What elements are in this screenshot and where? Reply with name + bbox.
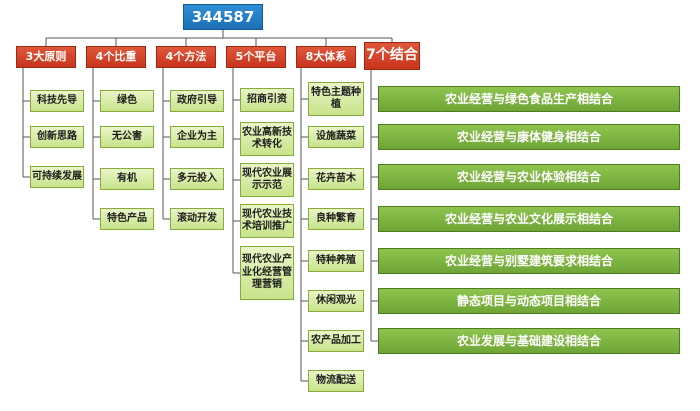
leaf-system-5: 特种养殖 — [308, 250, 364, 272]
combo-3: 农业经营与农业体验相结合 — [378, 164, 680, 190]
leaf-system-8: 物流配送 — [308, 370, 364, 392]
combo-5: 农业经营与别墅建筑要求相结合 — [378, 248, 680, 274]
category-principles: 3大原则 — [16, 46, 76, 68]
leaf-method-4: 滚动开发 — [170, 208, 224, 230]
leaf-proportion-2: 无公害 — [100, 126, 154, 148]
combo-7: 农业发展与基础建设相结合 — [378, 328, 680, 354]
category-platforms: 5个平台 — [226, 46, 286, 68]
leaf-method-2: 企业为主 — [170, 126, 224, 148]
leaf-platform-4: 现代农业技术培训推广 — [240, 204, 294, 238]
leaf-principle-2: 创新思路 — [30, 126, 84, 148]
leaf-platform-5: 现代农业产业化经营管理营销 — [240, 246, 294, 300]
leaf-proportion-1: 绿色 — [100, 90, 154, 112]
leaf-system-7: 农产品加工 — [308, 330, 364, 352]
category-proportions: 4个比重 — [86, 46, 146, 68]
leaf-method-3: 多元投入 — [170, 168, 224, 190]
leaf-system-3: 花卉苗木 — [308, 168, 364, 190]
category-systems: 8大体系 — [296, 46, 356, 68]
leaf-platform-2: 农业高新技术转化 — [240, 122, 294, 156]
combo-6: 静态项目与动态项目相结合 — [378, 288, 680, 314]
category-methods: 4个方法 — [156, 46, 216, 68]
combo-1: 农业经营与绿色食品生产相结合 — [378, 86, 680, 112]
leaf-system-2: 设施蔬菜 — [308, 126, 364, 148]
combo-4: 农业经营与农业文化展示相结合 — [378, 206, 680, 232]
leaf-system-6: 休闲观光 — [308, 290, 364, 312]
combo-2: 农业经营与康体健身相结合 — [378, 124, 680, 150]
leaf-proportion-4: 特色产品 — [100, 208, 154, 230]
category-combinations: 7个结合 — [364, 42, 420, 70]
leaf-platform-1: 招商引资 — [240, 88, 294, 112]
leaf-principle-1: 科技先导 — [30, 90, 84, 112]
root-node: 344587 — [183, 4, 263, 30]
leaf-platform-3: 现代农业展示示范 — [240, 163, 294, 197]
leaf-principle-3: 可持续发展 — [30, 166, 84, 188]
leaf-system-4: 良种繁育 — [308, 208, 364, 230]
leaf-proportion-3: 有机 — [100, 168, 154, 190]
leaf-method-1: 政府引导 — [170, 90, 224, 112]
leaf-system-1: 特色主题种植 — [308, 82, 364, 116]
